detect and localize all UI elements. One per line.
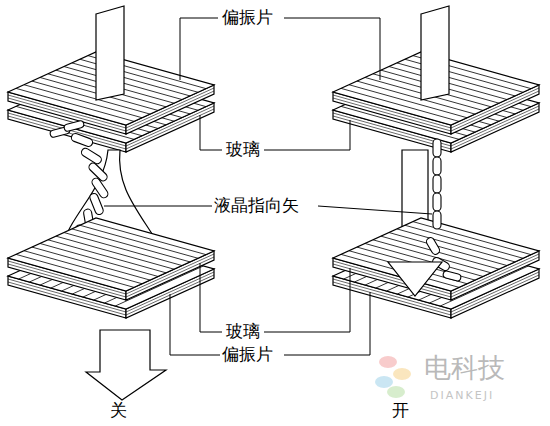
logo-petal	[375, 376, 393, 388]
state-label: 开	[392, 401, 409, 421]
liquid-crystal-molecule	[63, 120, 84, 132]
leader-line	[284, 292, 370, 355]
leader-line	[264, 120, 350, 150]
incident-light	[421, 6, 449, 100]
blocked-light	[388, 262, 442, 296]
polarizer-stripe	[405, 225, 523, 258]
part-label: 液晶指向矢	[214, 196, 299, 216]
liquid-crystal-molecule	[442, 270, 461, 281]
leader-line	[284, 18, 380, 80]
glass-plate	[333, 218, 539, 300]
logo-petal	[387, 386, 405, 398]
leader-line	[200, 115, 222, 150]
state-label: 关	[110, 401, 127, 421]
watermark-logo	[375, 356, 411, 398]
liquid-crystal-molecule	[433, 175, 441, 193]
watermark: DIANKEJI	[430, 390, 494, 403]
part-label: 玻璃	[226, 322, 260, 342]
logo-petal	[379, 356, 397, 368]
watermark: 电科技	[424, 352, 505, 383]
polarizer-stripe	[88, 222, 206, 255]
part-label: 偏振片	[222, 345, 273, 365]
incident-light	[96, 6, 124, 100]
plate-top	[8, 218, 214, 291]
leader-line	[318, 206, 432, 214]
part-label: 玻璃	[226, 140, 260, 160]
liquid-crystal-molecule	[433, 139, 441, 157]
liquid-crystal-molecule	[433, 157, 441, 175]
liquid-crystal-molecule	[70, 132, 93, 147]
leader-line	[180, 18, 218, 80]
leader-line	[264, 268, 350, 332]
part-label: 偏振片	[222, 8, 273, 28]
liquid-crystal-molecule	[80, 147, 103, 165]
liquid-crystal-molecule	[433, 211, 441, 229]
liquid-crystal-molecule	[433, 193, 441, 211]
transmitted-light	[86, 330, 166, 400]
leader-line	[104, 206, 212, 207]
leader-line	[170, 294, 220, 355]
glass-plate	[8, 218, 214, 300]
liquid-crystal-molecule	[425, 236, 441, 256]
polarizer-stripe	[80, 225, 198, 258]
leader-line	[200, 263, 222, 332]
logo-petal	[393, 368, 411, 380]
